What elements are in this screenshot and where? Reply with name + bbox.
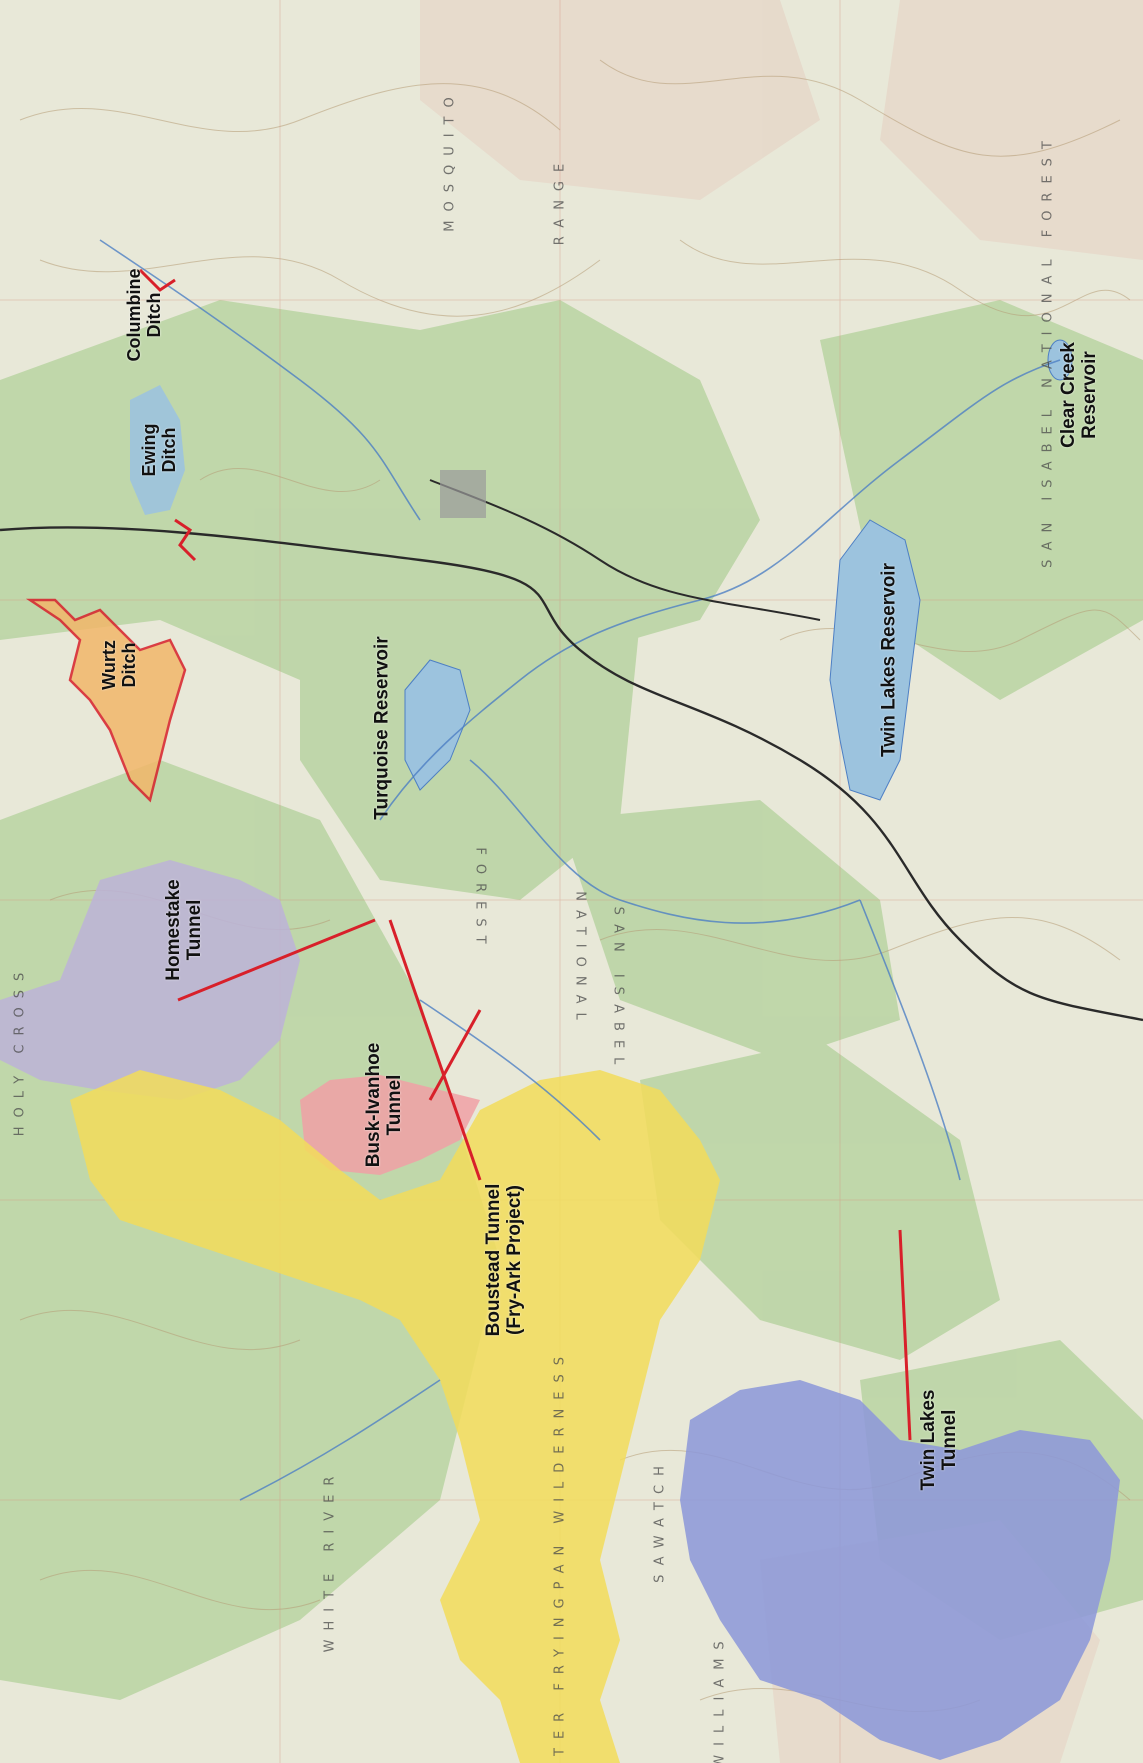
twin-lakes-tunnel-area bbox=[680, 1380, 1120, 1760]
basemap-san-isabel-label-2: SAN ISABEL bbox=[610, 906, 626, 1074]
twin-lakes-tunnel-line bbox=[898, 1229, 912, 1441]
basemap-mosquito-label: MOSQUITO bbox=[442, 88, 458, 232]
highway bbox=[0, 526, 1143, 1022]
basemap-holy-cross-label: HOLY CROSS bbox=[12, 963, 28, 1137]
basemap-white-river-label: WHITE RIVER bbox=[322, 1467, 338, 1653]
busk-ivanhoe-area bbox=[300, 1075, 480, 1175]
basemap-national-label: NATIONAL bbox=[572, 891, 588, 1029]
twin-lakes-reservoir-label: Twin Lakes Reservoir bbox=[878, 563, 900, 757]
wurtz-ditch-area bbox=[25, 598, 187, 803]
homestake-area bbox=[0, 860, 300, 1100]
boustead-tunnel-label: Boustead Tunnel(Fry-Ark Project) bbox=[483, 1183, 525, 1337]
twin-lakes-reservoir-water bbox=[829, 519, 921, 801]
ewing-ditch-line bbox=[174, 518, 197, 562]
basemap-san-isabel-label: SAN ISABEL NATIONAL FOREST bbox=[1040, 132, 1056, 568]
town-block bbox=[440, 470, 486, 518]
busk-ivanhoe-tunnel-line bbox=[388, 919, 482, 1181]
boustead-tunnel-line bbox=[428, 1009, 482, 1101]
basemap-sawatch-label: SAWATCH bbox=[652, 1457, 668, 1583]
homestake-tunnel-line bbox=[177, 918, 376, 1002]
basemap-forest-label: FOREST bbox=[472, 847, 488, 953]
tunnel-lines bbox=[138, 268, 912, 1441]
turquoise-reservoir-water bbox=[404, 659, 471, 791]
turquoise-reservoir-label: Turquoise Reservoir bbox=[371, 636, 393, 820]
contour-lines bbox=[19, 59, 1141, 1713]
basemap-range-label: RANGE bbox=[552, 154, 568, 246]
basemap-hunter-fryingpan-label: HUNTER FRYINGPAN WILDERNESS bbox=[552, 1348, 568, 1763]
columbine-ditch-line bbox=[138, 268, 176, 292]
ewing-ditch-water bbox=[130, 385, 185, 515]
fry-ark-area bbox=[70, 1070, 720, 1763]
rivers bbox=[99, 239, 1061, 1501]
basemap-williams-label: WILLIAMS bbox=[712, 1632, 728, 1763]
